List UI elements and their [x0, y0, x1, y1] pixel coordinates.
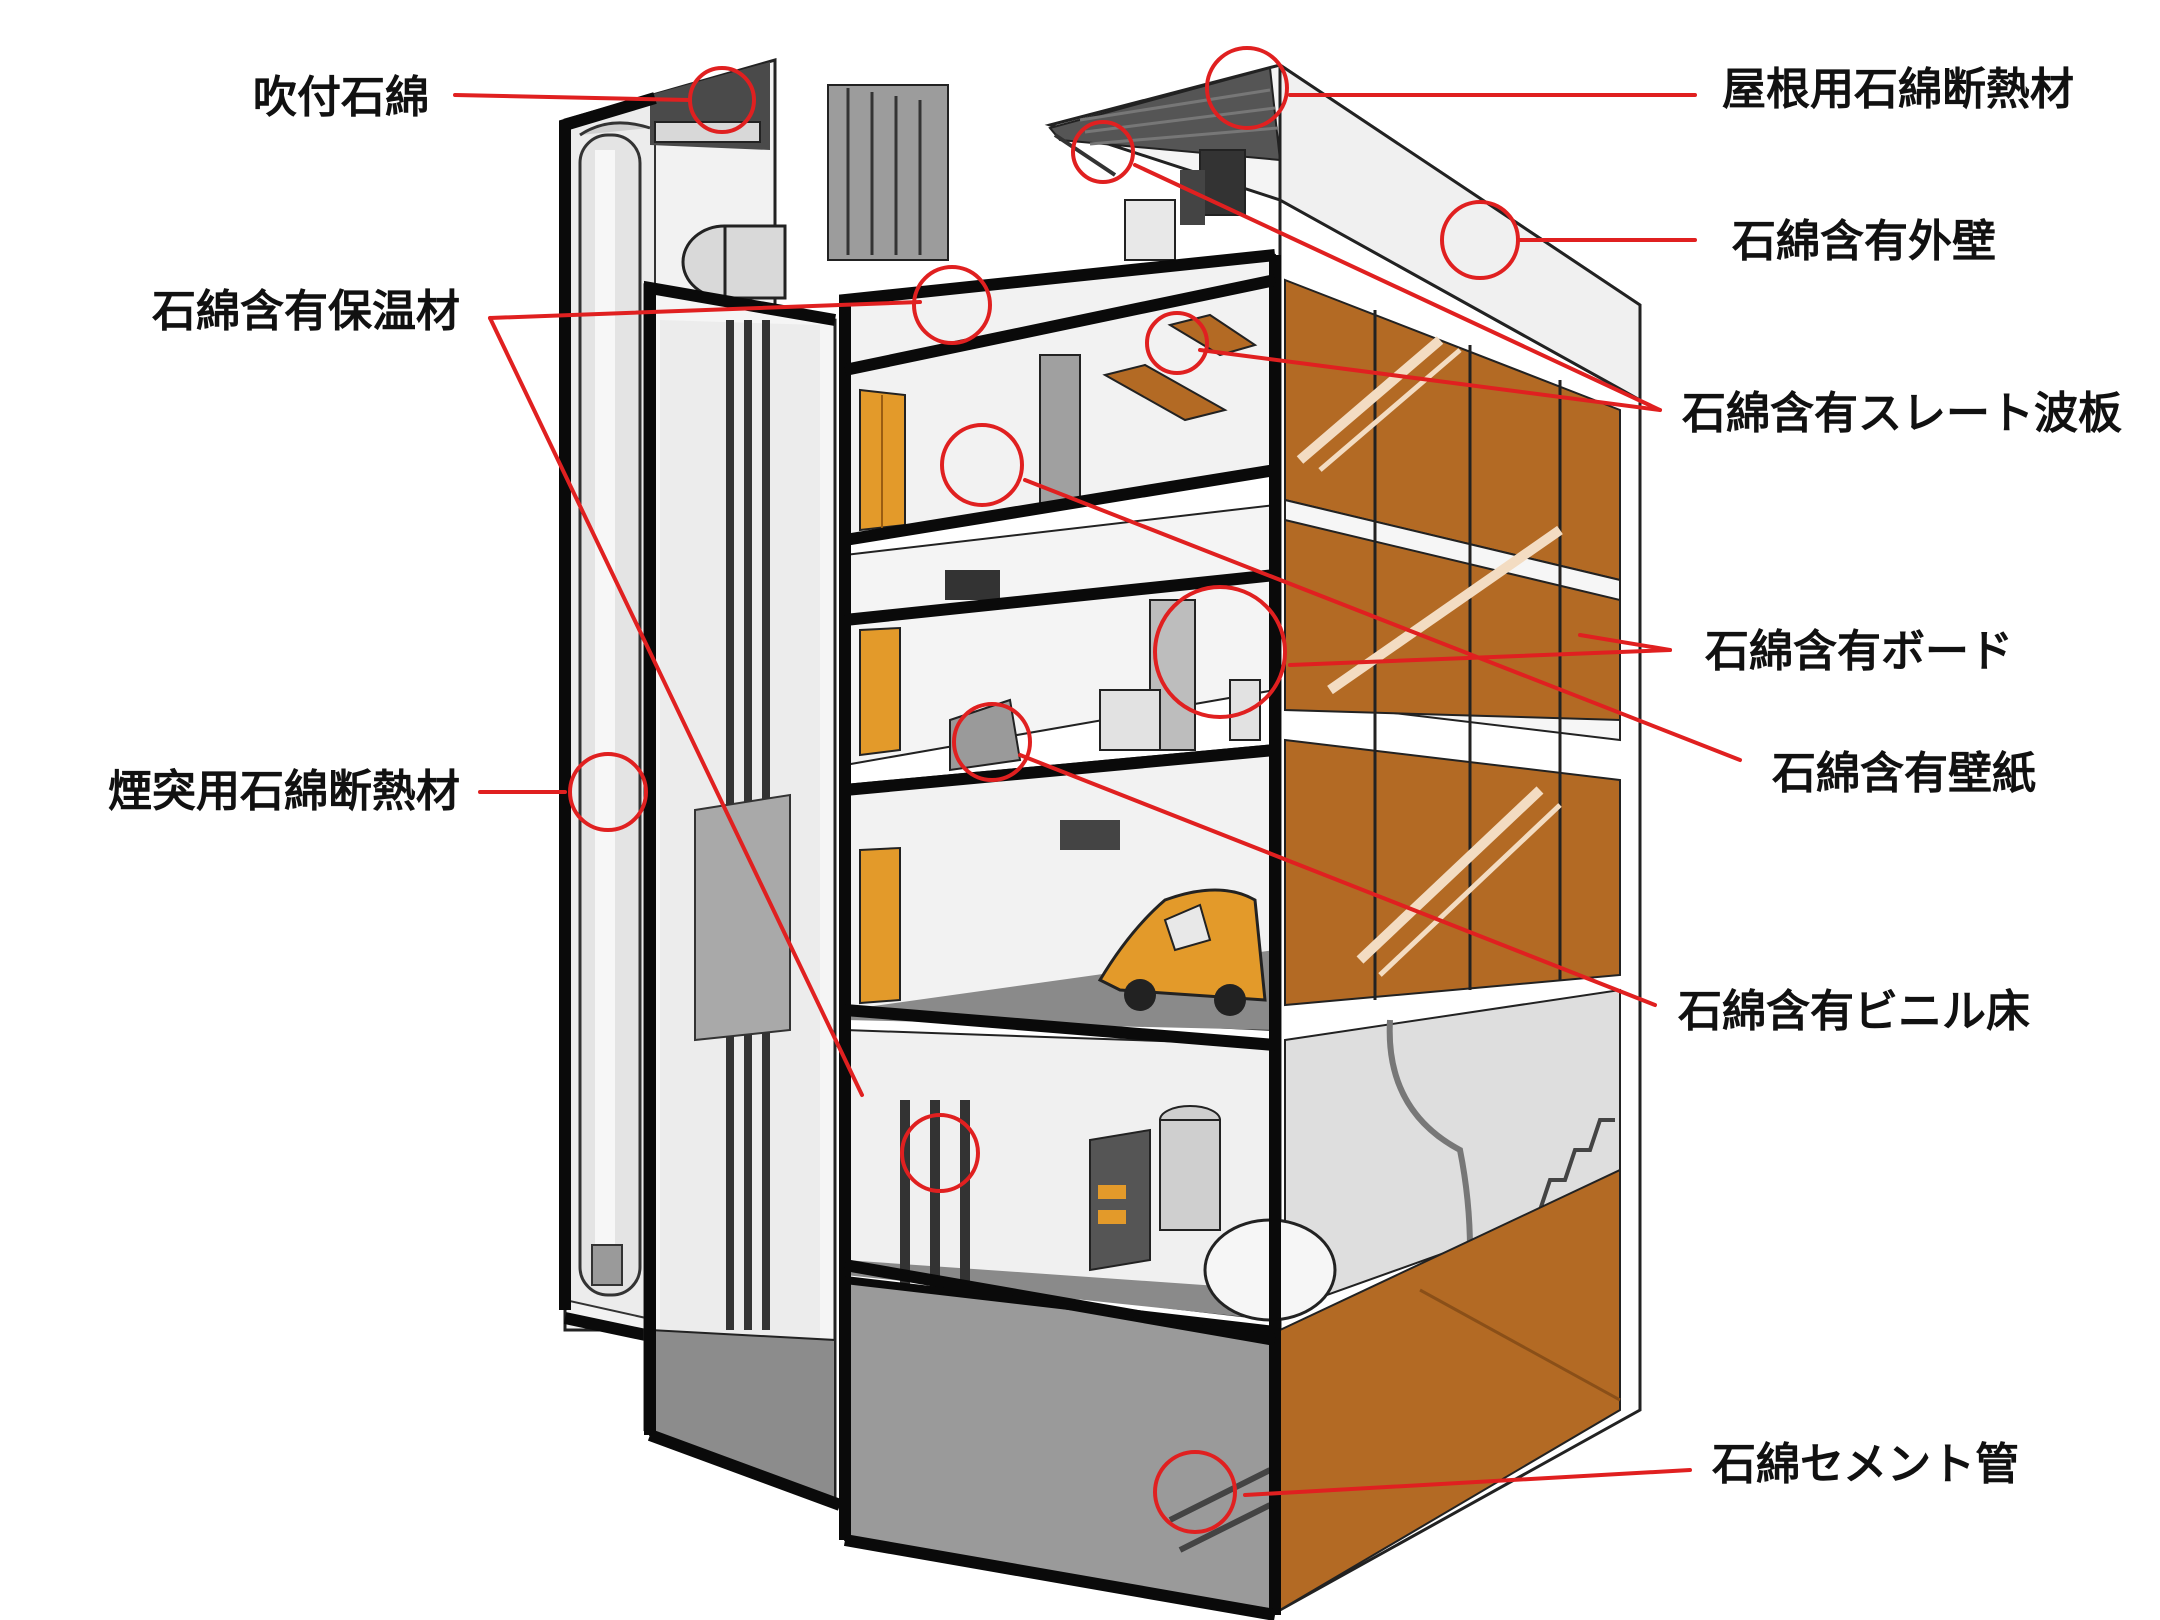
callout-lines — [453, 93, 1742, 1497]
label-wallpaper: 石綿含有壁紙 — [1772, 748, 2036, 799]
label-pipe-insulation: 石綿含有保温材 — [152, 286, 460, 337]
label-spray-asbestos: 吹付石綿 — [253, 72, 429, 123]
label-cement-pipe: 石綿セメント管 — [1712, 1439, 2020, 1490]
label-slate-sheet: 石綿含有スレート波板 — [1682, 388, 2122, 439]
exterior-facade — [1278, 62, 1642, 1613]
label-exterior-wall: 石綿含有外壁 — [1732, 216, 1996, 267]
label-chimney-insulation: 煙突用石綿断熱材 — [108, 766, 460, 817]
label-vinyl-floor: 石綿含有ビニル床 — [1678, 986, 2030, 1037]
callout-markers — [568, 46, 1520, 1534]
interior-floors — [839, 249, 1337, 1620]
label-roof-insulation: 屋根用石綿断熱材 — [1722, 64, 2074, 115]
elevator-shaft — [643, 224, 843, 1511]
label-asbestos-board: 石綿含有ボード — [1705, 626, 2013, 677]
